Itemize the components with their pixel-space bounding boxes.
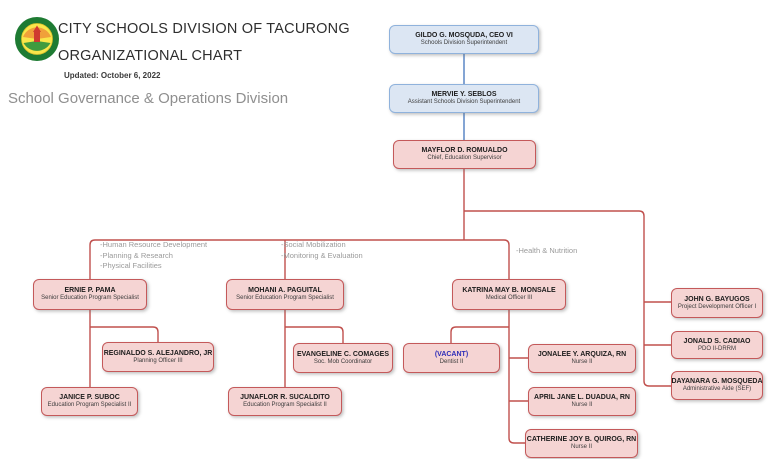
person-name: MERVIE Y. SEBLOS xyxy=(431,91,497,99)
person-title: Soc. Mob Coordinator xyxy=(313,358,373,365)
person-name: JANICE P. SUBOC xyxy=(59,394,120,402)
org-node-reginaldo: REGINALDO S. ALEJANDRO, JR Planning Offi… xyxy=(102,342,214,372)
division-subtitle: School Governance & Operations Division xyxy=(8,90,289,107)
group-label-socmob: -Social Mobilization -Monitoring & Evalu… xyxy=(281,240,363,261)
person-name: JUNAFLOR R. SUCALDITO xyxy=(240,394,330,402)
group-label-line: -Physical Facilities xyxy=(100,261,162,270)
person-title: Education Program Specialist II xyxy=(243,402,327,409)
person-title: Chief, Education Supervisor xyxy=(427,155,502,162)
org-node-evangeline: EVANGELINE C. COMAGES Soc. Mob Coordinat… xyxy=(293,343,393,373)
person-title: Planning Officer III xyxy=(133,357,183,364)
person-name: REGINALDO S. ALEJANDRO, JR xyxy=(103,349,213,357)
person-title: Nurse II xyxy=(571,402,593,409)
page-title-line1: CITY SCHOOLS DIVISION OF TACURONG xyxy=(58,21,350,37)
person-name: JONALEE Y. ARQUIZA, RN xyxy=(537,351,627,359)
person-name: (VACANT) xyxy=(434,350,469,358)
person-title: Education Program Specialist II xyxy=(47,402,132,409)
person-title: Administrative Aide (SEF) xyxy=(682,386,752,393)
group-label-line: -Human Resource Development xyxy=(100,240,208,249)
org-node-janice: JANICE P. SUBOC Education Program Specia… xyxy=(41,387,138,416)
group-label-hr: -Human Resource Development -Planning & … xyxy=(100,240,207,272)
person-name: EVANGELINE C. COMAGES xyxy=(296,350,390,358)
org-node-mayflor: MAYFLOR D. ROMUALDO Chief, Education Sup… xyxy=(393,140,536,169)
city-seal-icon xyxy=(15,17,59,61)
person-name: CATHERINE JOY B. QUIROG, RN xyxy=(526,436,637,444)
org-node-vacant-dentist: (VACANT) Dentist II xyxy=(403,343,500,373)
person-title: Senior Education Program Specialist xyxy=(236,295,334,302)
person-title: Medical Officer III xyxy=(485,295,533,302)
person-title: Nurse II xyxy=(571,359,593,366)
org-node-mohani: MOHANI A. PAGUITAL Senior Education Prog… xyxy=(226,279,344,310)
red-connector-lines xyxy=(89,169,671,444)
updated-date: Updated: October 6, 2022 xyxy=(64,71,161,80)
org-node-gildo: GILDO G. MOSQUDA, CEO VI Schools Divisio… xyxy=(389,25,539,54)
person-name: MOHANI A. PAGUITAL xyxy=(248,287,322,295)
person-name: KATRINA MAY B. MONSALE xyxy=(462,287,556,295)
person-title: PDO II-DRRM xyxy=(698,345,736,352)
group-label-line: -Monitoring & Evaluation xyxy=(281,250,363,260)
org-node-ernie: ERNIE P. PAMA Senior Education Program S… xyxy=(33,279,147,310)
org-node-catherine: CATHERINE JOY B. QUIROG, RN Nurse II xyxy=(525,429,638,458)
person-name: JONALD S. CADIAO xyxy=(683,337,751,345)
person-title: Senior Education Program Specialist xyxy=(41,295,139,302)
group-label-line: -Health & Nutrition xyxy=(516,246,578,255)
person-name: DAYANARA G. MOSQUEDA xyxy=(671,378,763,386)
group-label-health: -Health & Nutrition xyxy=(516,246,577,257)
person-title: Nurse II xyxy=(570,444,592,451)
org-node-april: APRIL JANE L. DUADUA, RN Nurse II xyxy=(528,387,636,416)
person-name: ERNIE P. PAMA xyxy=(64,287,116,295)
org-node-jonald: JONALD S. CADIAO PDO II-DRRM xyxy=(671,331,763,359)
group-label-line: -Planning & Research xyxy=(100,250,173,260)
org-node-mervie: MERVIE Y. SEBLOS Assistant Schools Divis… xyxy=(389,84,539,113)
person-name: GILDO G. MOSQUDA, CEO VI xyxy=(415,32,513,40)
person-title: Schools Division Superintendent xyxy=(420,40,508,47)
person-name: MAYFLOR D. ROMUALDO xyxy=(421,147,508,155)
person-name: APRIL JANE L. DUADUA, RN xyxy=(534,394,630,402)
org-node-junaflor: JUNAFLOR R. SUCALDITO Education Program … xyxy=(228,387,342,416)
person-title: Dentist II xyxy=(439,358,464,365)
person-title: Project Development Officer I xyxy=(677,303,757,310)
org-node-katrina: KATRINA MAY B. MONSALE Medical Officer I… xyxy=(452,279,566,310)
group-label-line: -Social Mobilization xyxy=(281,240,346,249)
org-node-dayanara: DAYANARA G. MOSQUEDA Administrative Aide… xyxy=(671,371,763,400)
person-name: JOHN G. BAYUGOS xyxy=(684,295,750,303)
org-node-john: JOHN G. BAYUGOS Project Development Offi… xyxy=(671,288,763,318)
page-title-line2: ORGANIZATIONAL CHART xyxy=(58,48,243,64)
org-node-jonalee: JONALEE Y. ARQUIZA, RN Nurse II xyxy=(528,344,636,373)
person-title: Assistant Schools Division Superintenden… xyxy=(407,99,521,106)
